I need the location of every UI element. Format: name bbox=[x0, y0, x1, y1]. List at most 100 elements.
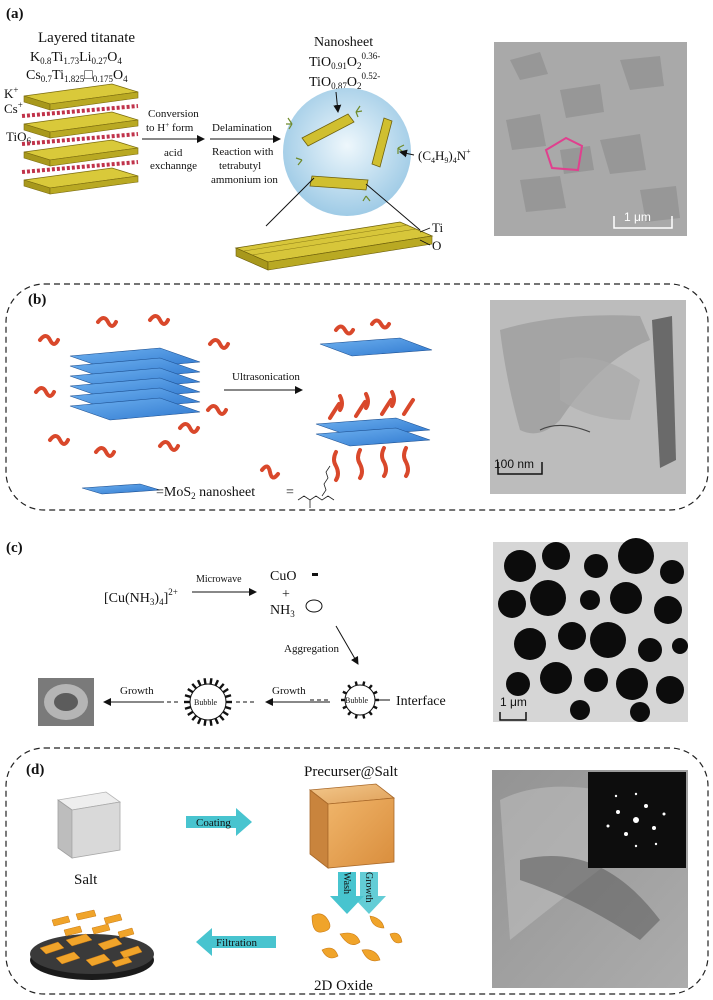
nanosheet-rod-3 bbox=[309, 175, 369, 191]
nh3-label: NH3 bbox=[270, 603, 295, 619]
bubble-tick bbox=[347, 684, 352, 690]
bubble-tick bbox=[347, 710, 352, 716]
panel-c-label: (c) bbox=[6, 540, 23, 556]
reaction-text-2: tetrabutyl bbox=[219, 160, 261, 172]
formula-k-titanate: K0.8Ti1.73Li0.27O4 bbox=[30, 50, 122, 66]
tba-pointer-arrow bbox=[399, 149, 415, 158]
cs-ion-label: Cs+ bbox=[4, 100, 23, 116]
panel-d: (d) Salt Coating Precurser@Salt Wash Gro… bbox=[5, 747, 709, 995]
coating-arrow: Coating bbox=[186, 808, 252, 836]
nanosheet-formula-1: TiO0.91O20.36- bbox=[309, 51, 380, 71]
tio6-label: TiO6 bbox=[6, 129, 31, 146]
filtration-arrow: Filtration bbox=[196, 928, 276, 956]
bubble-tick bbox=[368, 710, 373, 716]
bubble-tick bbox=[354, 681, 358, 686]
bubble-tick bbox=[354, 714, 358, 719]
cuo-particle bbox=[580, 590, 600, 610]
diffraction-spots bbox=[606, 792, 666, 848]
cuo-particle bbox=[514, 628, 546, 660]
ti-label: Ti bbox=[432, 220, 443, 235]
bubble-shell: Bubble bbox=[184, 678, 232, 726]
bubble-label-right: Bubble bbox=[345, 696, 369, 705]
cuo-particle bbox=[616, 668, 648, 700]
cuo-particle bbox=[584, 554, 608, 578]
coating-text: Coating bbox=[196, 817, 231, 829]
plus-sign: + bbox=[282, 587, 290, 602]
nanosheet-formula-2: TiO0.87O20.52- bbox=[309, 71, 380, 91]
aggregation-arrow bbox=[335, 625, 359, 665]
acid-text-2: exchannge bbox=[150, 160, 197, 172]
panel-b-border bbox=[5, 283, 709, 511]
cuo-particle bbox=[558, 622, 586, 650]
cuo-particle bbox=[672, 638, 688, 654]
bubble-tick bbox=[184, 694, 192, 699]
nanosheet-title: Nanosheet bbox=[314, 35, 373, 50]
panel-b-label: (b) bbox=[28, 292, 46, 308]
oxide-label: 2D Oxide bbox=[314, 978, 373, 994]
legend-ligand-swatch bbox=[260, 464, 280, 480]
nanosheet-pointer-arrow bbox=[333, 91, 342, 113]
growth-text-d: Growth bbox=[363, 872, 374, 903]
cuo-particle bbox=[654, 596, 682, 624]
bubble-tick bbox=[196, 717, 202, 725]
cuo-particle bbox=[498, 590, 526, 618]
cuo-particle bbox=[590, 622, 626, 658]
cuo-particle bbox=[656, 676, 684, 704]
cuo-particle bbox=[618, 538, 654, 574]
zoom-line-left bbox=[265, 177, 315, 227]
tem-image-a: 1 μm bbox=[494, 42, 687, 236]
bubble-tick bbox=[342, 690, 348, 695]
scale-bar-label-c: 1 μm bbox=[500, 695, 527, 709]
nanosheet-rod-2 bbox=[371, 117, 393, 168]
bubble-tick bbox=[222, 688, 229, 694]
scale-bar-label-a: 1 μm bbox=[624, 210, 651, 224]
bubble-tick bbox=[214, 679, 220, 687]
cuo-particle bbox=[506, 672, 530, 696]
legend-mos2-label: =MoS2 nanosheet bbox=[156, 485, 255, 501]
bubble-tick bbox=[218, 714, 225, 721]
bubble-tick bbox=[362, 714, 366, 719]
panel-a: (a) Layered titanate K0.8Ti1.73Li0.27O4 … bbox=[4, 6, 687, 271]
scale-bar-a bbox=[613, 216, 673, 229]
bubble-tick bbox=[196, 679, 202, 687]
salt-cube bbox=[56, 791, 122, 859]
cuo-particle bbox=[630, 702, 650, 722]
cuo-label: CuO bbox=[270, 569, 296, 584]
zoom-line-right bbox=[365, 183, 421, 231]
bubble-tick bbox=[191, 683, 198, 690]
bubble-tick bbox=[214, 717, 220, 725]
acid-text-1: acid bbox=[164, 147, 183, 159]
legend-sheet-swatch bbox=[81, 483, 161, 495]
formula-cs-titanate: Cs0.7Ti1.825□0.175O4 bbox=[26, 68, 128, 84]
oxide-flakes bbox=[311, 913, 403, 962]
cuo-particle bbox=[504, 550, 536, 582]
cuo-particle bbox=[638, 638, 662, 662]
bubble-tick bbox=[184, 705, 192, 710]
gas-bubble-symbol bbox=[305, 599, 323, 613]
scale-bar-c bbox=[499, 712, 527, 721]
scale-bar-label-b: 100 nm bbox=[494, 457, 534, 471]
conversion-text-2: to H+ form bbox=[146, 121, 194, 134]
cuo-particle bbox=[540, 662, 572, 694]
filtration-text: Filtration bbox=[216, 937, 257, 949]
salt-label: Salt bbox=[74, 872, 98, 888]
tba-ion-label: (C4H9)4N+ bbox=[418, 147, 471, 165]
bubble-tick bbox=[187, 710, 194, 716]
panel-b: (b) Ultrasonication bbox=[5, 283, 709, 511]
o-pointer bbox=[419, 239, 431, 246]
microwave-text: Microwave bbox=[196, 574, 242, 585]
precursor-label: Precurser@Salt bbox=[304, 764, 399, 780]
bubble-tick bbox=[222, 710, 229, 716]
cuo-particle bbox=[584, 668, 608, 692]
exfoliated-sheet-1 bbox=[319, 318, 433, 357]
nanosheet-rod-1 bbox=[301, 113, 355, 147]
wash-growth-arrow: Wash Growth bbox=[330, 872, 386, 914]
cuo-particle bbox=[542, 542, 570, 570]
ti-pointer bbox=[419, 227, 431, 233]
reaction-text-1: Reaction with bbox=[212, 146, 274, 158]
interface-label: Interface bbox=[396, 694, 446, 709]
panel-a-label: (a) bbox=[6, 6, 24, 22]
conversion-text-1: Conversion bbox=[148, 108, 199, 120]
sem-thumbnail bbox=[38, 678, 94, 726]
